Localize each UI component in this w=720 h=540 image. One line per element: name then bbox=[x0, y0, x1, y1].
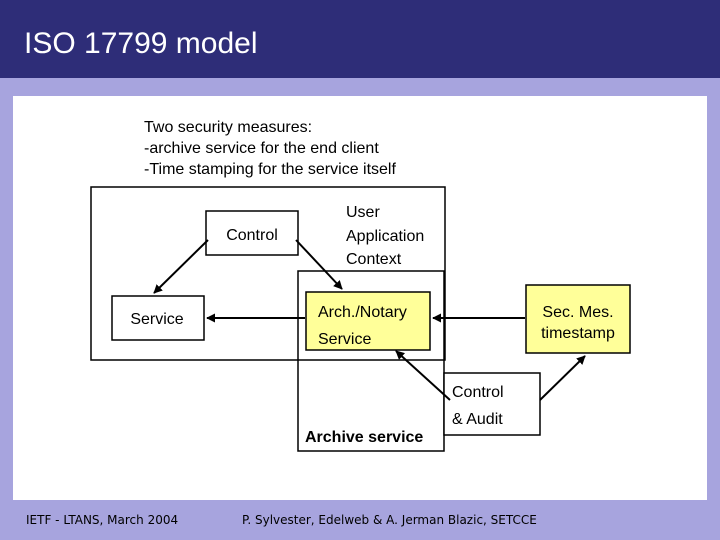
service-label: Service bbox=[130, 311, 183, 328]
arch-notary-line: Service bbox=[318, 331, 371, 348]
sec-mes-line: timestamp bbox=[541, 325, 615, 342]
footer-center: P. Sylvester, Edelweb & A. Jerman Blazic… bbox=[242, 513, 537, 527]
title-bar: ISO 17799 model bbox=[0, 0, 720, 78]
bottom-band bbox=[0, 500, 720, 540]
client-frame bbox=[90, 186, 446, 361]
service-box bbox=[111, 295, 205, 341]
arrow-control-to-notary bbox=[295, 239, 343, 290]
control-label: Control bbox=[226, 227, 278, 244]
footer-left: IETF - LTANS, March 2004 bbox=[26, 513, 179, 527]
arch-notary-box bbox=[305, 291, 431, 351]
sec-mes-box bbox=[525, 284, 631, 354]
archive-frame bbox=[297, 270, 445, 452]
left-band bbox=[0, 78, 13, 540]
top-band bbox=[0, 78, 720, 96]
archive-service-label: Archive service bbox=[305, 429, 423, 446]
user-app-line: User bbox=[346, 204, 380, 221]
control-audit-line: & Audit bbox=[452, 411, 503, 428]
control-box bbox=[205, 210, 299, 256]
arch-notary-line: Arch./Notary bbox=[318, 304, 407, 321]
slide-title: ISO 17799 model bbox=[24, 27, 258, 60]
intro-line: -Time stamping for the service itself bbox=[144, 161, 396, 178]
user-app-line: Application bbox=[346, 228, 424, 245]
intro-line: -archive service for the end client bbox=[144, 140, 379, 157]
control-audit-box bbox=[443, 372, 541, 436]
control-audit-line: Control bbox=[452, 384, 504, 401]
right-band bbox=[707, 78, 720, 540]
intro-text: Two security measures: -archive service … bbox=[144, 117, 396, 180]
arrow-control-to-service bbox=[153, 239, 209, 294]
arrow-audit-to-timestamp bbox=[539, 355, 586, 401]
arrow-audit-to-notary bbox=[395, 350, 451, 401]
intro-line: Two security measures: bbox=[144, 119, 313, 136]
user-app-line: Context bbox=[346, 251, 402, 268]
sec-mes-line: Sec. Mes. bbox=[542, 304, 613, 321]
